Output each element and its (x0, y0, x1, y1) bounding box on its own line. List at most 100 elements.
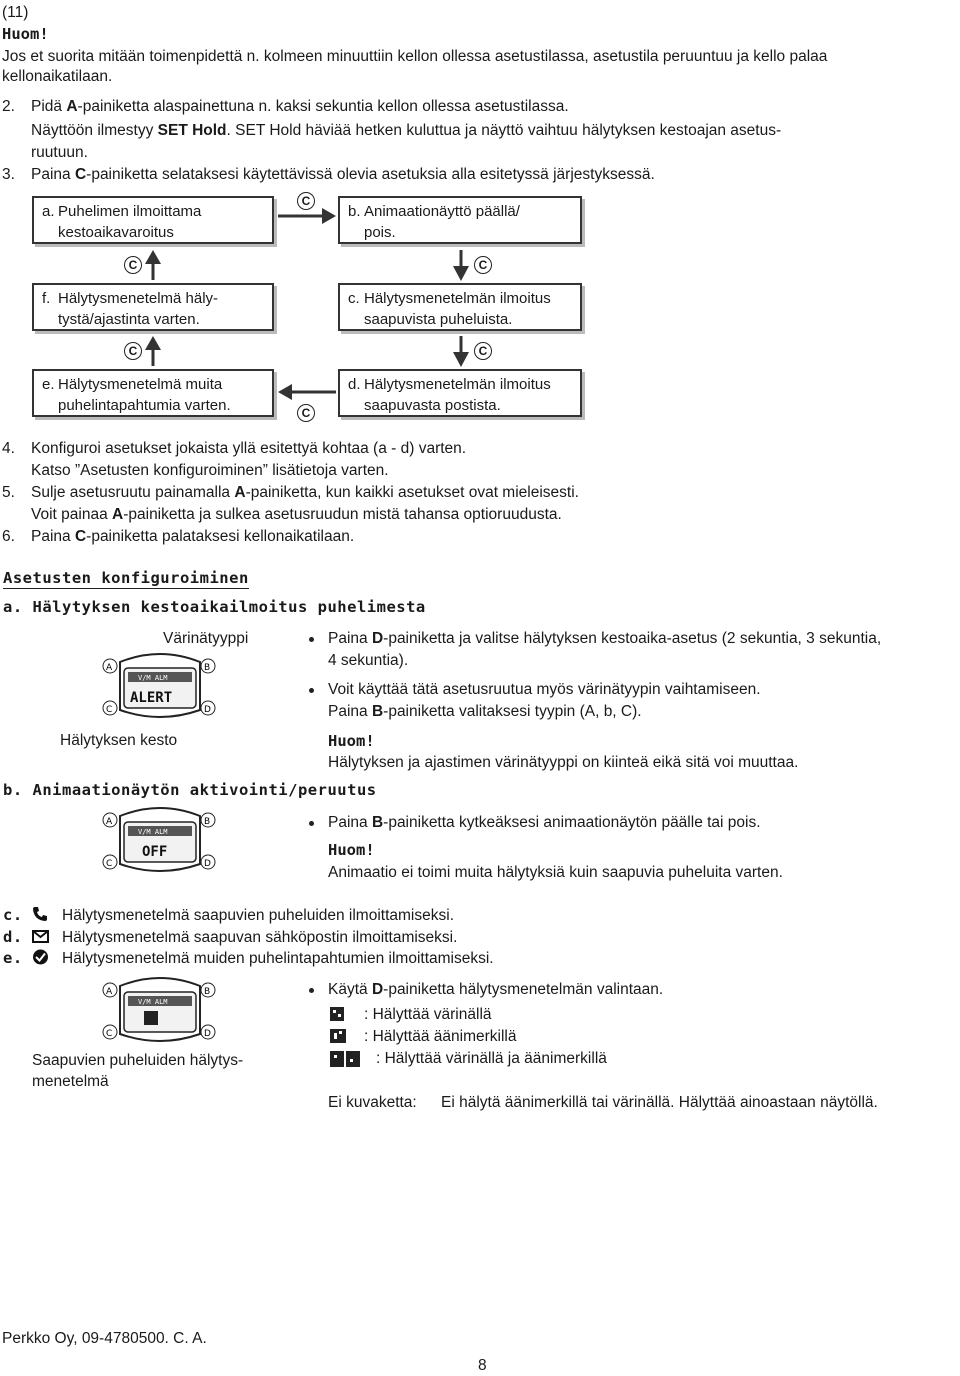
section-title: Asetusten konfiguroiminen (3, 569, 249, 589)
step-6-number: 6. (2, 528, 15, 545)
cde-letter-e: e. (3, 949, 23, 967)
step-2-line-2: Näyttöön ilmestyy SET Hold. SET Hold häv… (31, 122, 782, 139)
flow-arrows (145, 208, 469, 400)
svg-text:V/M ALM: V/M ALM (138, 828, 168, 836)
c-button-icon: C (474, 256, 492, 274)
phone-icon (33, 907, 47, 921)
svg-text:D: D (204, 859, 211, 869)
bullet (309, 688, 314, 693)
method-label-line-2: menetelmä (32, 1073, 109, 1090)
note-line-2: kellonaikatilaan. (2, 68, 113, 85)
svg-text:A: A (106, 663, 113, 673)
step-6-text: Paina C-painiketta palataksesi kellonaik… (31, 528, 355, 545)
svg-text:B: B (204, 987, 210, 997)
bullet (309, 821, 314, 826)
arrow-up-icon (145, 336, 161, 366)
svg-text:C: C (106, 705, 112, 715)
svg-text:B: B (204, 663, 210, 673)
vibration-icon (330, 1007, 344, 1021)
no-icon-label: Ei kuvakettа: (328, 1094, 417, 1111)
step-3-number: 3. (2, 166, 15, 183)
watch-display-off: V/M ALM OFF A B C D (102, 807, 216, 872)
svg-text:OFF: OFF (142, 844, 167, 860)
step-3-text: Paina C-painiketta selataksesi käytettäv… (31, 166, 655, 183)
flow-box-f: f. Hälytysmenetelmä häly-tystä/ajastinta… (32, 283, 274, 331)
c-button-icon: C (297, 404, 315, 422)
option-vibration-sound: : Hälyttää värinällä ja äänimerkillä (376, 1050, 607, 1067)
c-button-icon: C (124, 256, 142, 274)
svg-text:D: D (204, 705, 211, 715)
b-bullet-1: Paina B-painiketta kytkeäksesi animaatio… (328, 814, 761, 831)
step-5-line-2: Voit painaa A-painiketta ja sulkea asetu… (31, 506, 562, 523)
step-2-line-3: ruutuun. (31, 144, 88, 161)
a-bullet-1-line-1: Paina D-painiketta ja valitse hälytyksen… (328, 630, 882, 647)
arrow-left-icon (278, 384, 336, 400)
step-4-number: 4. (2, 440, 15, 457)
alert-duration-label: Hälytyksen kesto (60, 732, 178, 749)
step-5-number: 5. (2, 484, 15, 501)
svg-text:C: C (106, 859, 112, 869)
bullet (309, 988, 314, 993)
step-4-line-2: Katso ”Asetusten konfiguroiminen” lisäti… (31, 462, 389, 479)
method-bullet: Käytä D-painiketta hälytysmenetelmän val… (328, 981, 664, 998)
svg-text:A: A (106, 817, 113, 827)
cde-text-e: Hälytysmenetelmä muiden puhelintapahtumi… (62, 950, 494, 967)
vibration-sound-icon (330, 1051, 360, 1067)
a-bullet-2-line-1: Voit käyttää tätä asetusruutua myös väri… (328, 681, 761, 698)
b-note-text: Animaatio ei toimi muita hälytyksiä kuin… (328, 864, 783, 881)
svg-text:D: D (204, 1029, 211, 1039)
c-button-icon: C (297, 192, 315, 210)
a-bullet-1-line-2: 4 sekuntia). (328, 652, 409, 669)
page-number: 8 (478, 1357, 487, 1374)
c-button-icon: C (474, 342, 492, 360)
option-vibration: : Hälyttää värinällä (364, 1006, 492, 1023)
method-label-line-1: Saapuvien puheluiden hälytys- (32, 1052, 244, 1069)
arrow-down-icon (453, 336, 469, 367)
cde-text-d: Hälytysmenetelmä saapuvan sähköpostin il… (62, 929, 458, 946)
cde-text-c: Hälytysmenetelmä saapuvien puheluiden il… (62, 907, 454, 924)
option-sound: : Hälyttää äänimerkillä (364, 1028, 517, 1045)
note-line-1: Jos et suorita mitään toimenpidettä n. k… (2, 48, 828, 65)
subsection-b-heading: b. Animaationäytön aktivointi/peruutus (3, 781, 377, 799)
vibration-type-label: Värinätyyppi (163, 630, 249, 647)
watch-display-alert: V/M ALM ALERT A B C D (102, 653, 216, 718)
a-note-text: Hälytyksen ja ajastimen värinätyyppi on … (328, 754, 799, 771)
a-note-title: Huom! (328, 732, 375, 750)
svg-text:V/M ALM: V/M ALM (138, 674, 168, 682)
svg-text:V/M ALM: V/M ALM (138, 998, 168, 1006)
cde-letter-d: d. (3, 928, 23, 946)
arrow-up-icon (145, 250, 161, 280)
a-bullet-2-line-2: Paina B-painiketta valitaksesi tyypin (A… (328, 703, 642, 720)
arrow-right-icon (278, 208, 336, 224)
mail-icon (32, 930, 49, 943)
watch-display-method: V/M ALM A B C D (102, 977, 216, 1042)
flow-box-b: b. Animaationäyttö päällä/pois. (338, 196, 582, 244)
c-button-icon: C (124, 342, 142, 360)
sound-icon (330, 1029, 346, 1043)
note-title: Huom! (2, 25, 49, 43)
watch-icon: V/M ALM A B C D (102, 977, 216, 1042)
svg-text:B: B (204, 817, 210, 827)
cde-letter-c: c. (3, 906, 23, 924)
check-icon (33, 949, 48, 965)
footer-company: Perkko Oy, 09-4780500. C. A. (2, 1330, 207, 1347)
no-icon-text: Ei hälytä äänimerkillä tai värinällä. Hä… (441, 1094, 878, 1111)
svg-text:C: C (106, 1029, 112, 1039)
step-2-line-1: Pidä A-painiketta alaspainettuna n. kaks… (31, 98, 569, 115)
step-4-line-1: Konfiguroi asetukset jokaista yllä esite… (31, 440, 467, 457)
watch-icon: V/M ALM ALERT A B C D (102, 653, 216, 718)
bullet (309, 637, 314, 642)
arrow-down-icon (453, 250, 469, 281)
subsection-a-heading: a. Hälytyksen kestoaikailmoitus puhelime… (3, 598, 426, 616)
svg-text:ALERT: ALERT (130, 690, 172, 706)
step-2-number: 2. (2, 98, 15, 115)
b-note-title: Huom! (328, 841, 375, 859)
watch-icon: V/M ALM OFF A B C D (102, 807, 216, 872)
page-label: (11) (2, 4, 29, 21)
svg-text:A: A (106, 987, 113, 997)
step-5-line-1: Sulje asetusruutu painamalla A-painikett… (31, 484, 579, 501)
